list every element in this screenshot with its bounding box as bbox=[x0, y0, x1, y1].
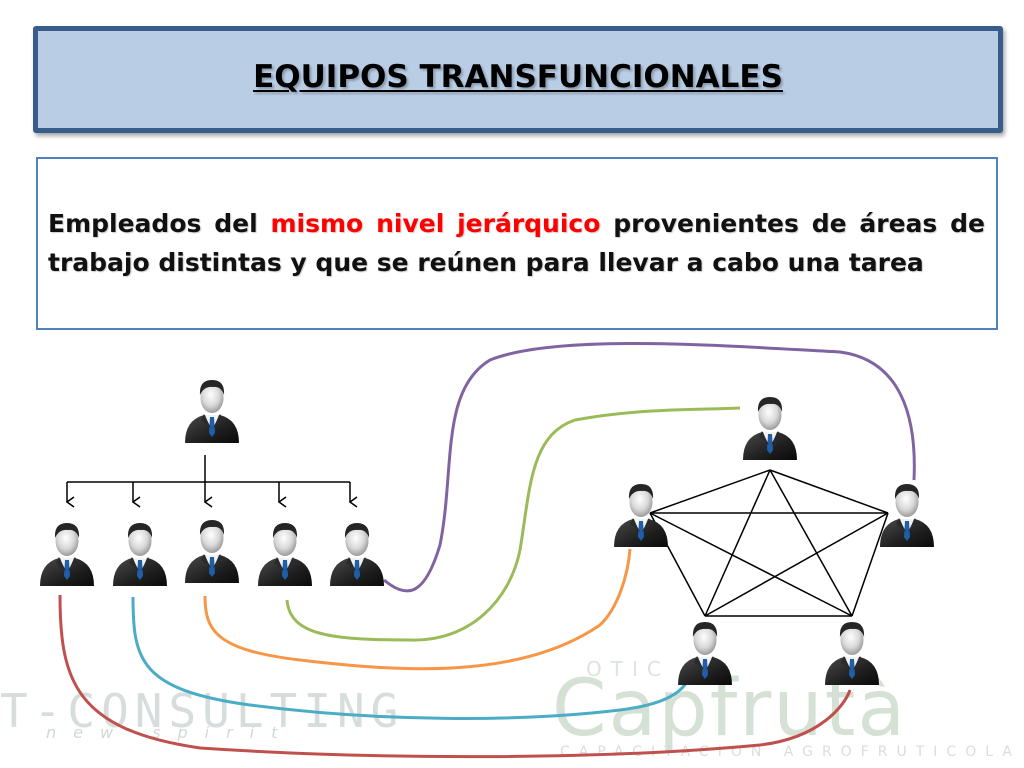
definition-text-start: Empleados del bbox=[48, 209, 271, 238]
definition-text-end: provenientes de áreas de trabajo distint… bbox=[48, 209, 986, 277]
employee-4-businessman-icon bbox=[258, 523, 312, 586]
connector-purple bbox=[383, 342, 916, 593]
employee-2-businessman-icon bbox=[113, 523, 167, 586]
team-member-top-businessman-icon bbox=[743, 397, 797, 460]
connector-green bbox=[285, 406, 741, 642]
team-member-right-businessman-icon bbox=[880, 484, 934, 547]
hierarchy-lines bbox=[65, 455, 358, 508]
team-member-bottom-left-businessman-icon bbox=[678, 622, 732, 685]
team-member-left-businessman-icon bbox=[614, 484, 668, 547]
definition-text: Empleados del mismo nivel jerárquico pro… bbox=[48, 204, 985, 282]
definition-highlight: mismo nivel jerárquico bbox=[270, 209, 601, 238]
watermark-tconsulting: T-CONSULTING bbox=[0, 684, 405, 738]
definition-box: Empleados del mismo nivel jerárquico pro… bbox=[36, 157, 998, 330]
employee-3-businessman-icon bbox=[185, 520, 239, 583]
title-banner: EQUIPOS TRANSFUNCIONALES bbox=[33, 26, 1003, 133]
watermark-tconsulting-tagline: new spirit bbox=[46, 723, 295, 742]
watermark-otic: OTIC bbox=[586, 657, 670, 681]
connector-red bbox=[58, 594, 852, 759]
team-pentagram bbox=[649, 469, 889, 617]
slide-title: EQUIPOS TRANSFUNCIONALES bbox=[253, 59, 783, 95]
employee-5-businessman-icon bbox=[330, 523, 384, 586]
employee-1-businessman-icon bbox=[40, 523, 94, 586]
connector-orange bbox=[203, 548, 632, 671]
watermark-capfruta-tagline: CAPACITACION AGROFRUTICOLA bbox=[560, 744, 1021, 760]
team-member-bottom-right-businessman-icon bbox=[825, 622, 879, 685]
connector-blue bbox=[131, 596, 690, 720]
connectors bbox=[58, 342, 916, 759]
manager-businessman-icon bbox=[185, 380, 239, 443]
